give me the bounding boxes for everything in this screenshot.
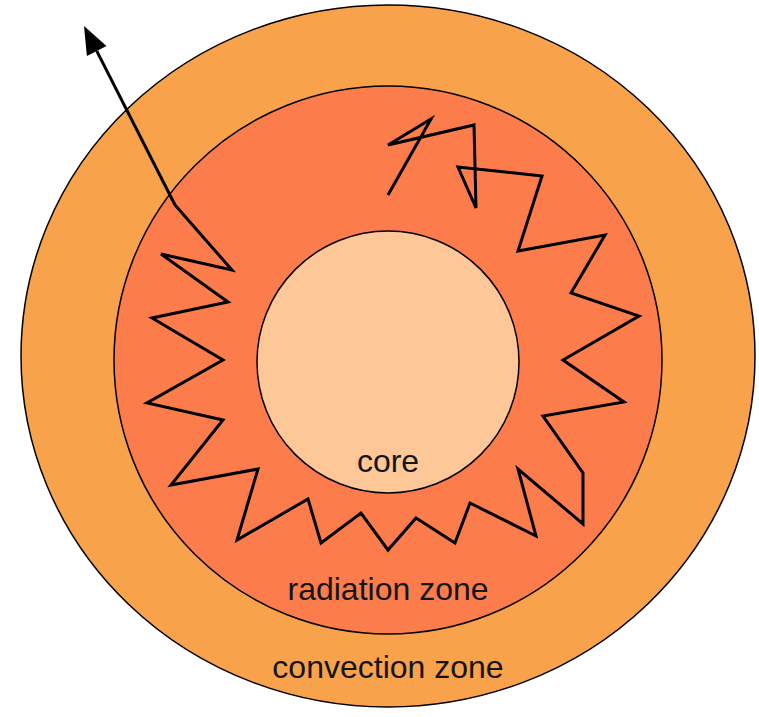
- zone-label: radiation zone: [113, 572, 663, 607]
- escape-arrow-line: [97, 51, 175, 205]
- zone-fill: [114, 86, 662, 634]
- radiation-zone-band: radiation zone core: [113, 85, 663, 635]
- zone-label: convection zone: [20, 650, 756, 685]
- convection-zone-band: convection zone radiation zone core: [20, 4, 756, 708]
- zone-fill: [21, 5, 755, 707]
- escape-arrow-head: [84, 26, 107, 56]
- core-circle: core: [256, 230, 520, 494]
- zone-fill: [257, 231, 519, 493]
- random-walk-path: [147, 119, 639, 550]
- zone-label: core: [256, 444, 520, 479]
